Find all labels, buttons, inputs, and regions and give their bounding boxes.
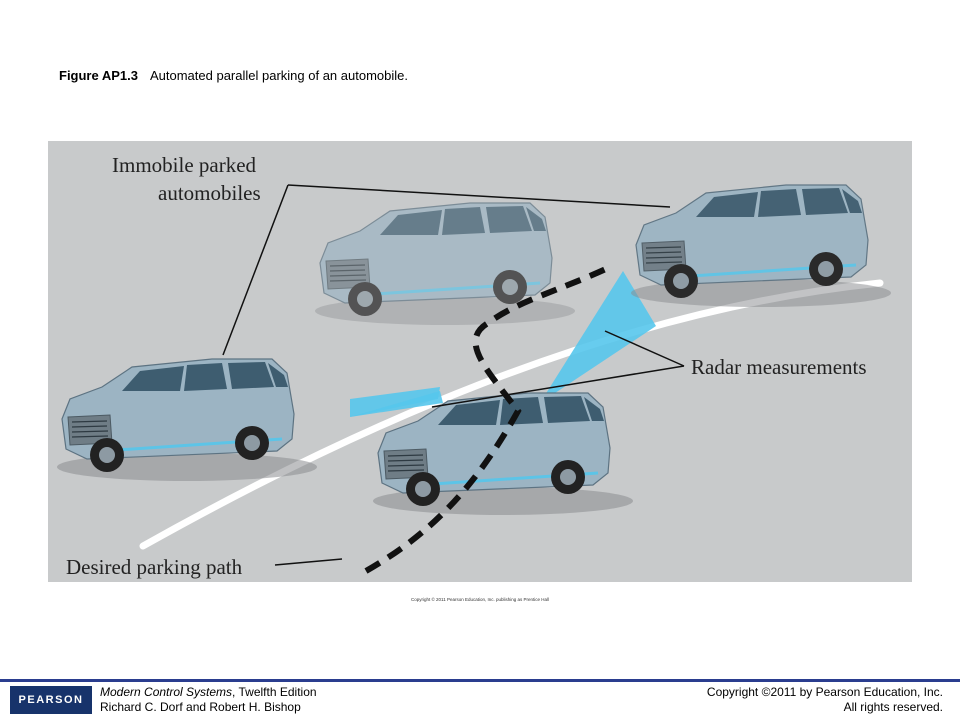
parking-illustration: Immobile parked automobiles Radar measur… [48, 141, 912, 582]
label-radar: Radar measurements [691, 355, 867, 379]
book-edition: , Twelfth Edition [232, 685, 317, 699]
copyright-text: Copyright ©2011 by Pearson Education, In… [706, 685, 943, 699]
image-credit: Copyright © 2011 Pearson Education, Inc.… [410, 597, 550, 602]
radar-beam-front [540, 271, 656, 403]
book-info: Modern Control Systems, Twelfth Edition … [100, 685, 317, 715]
figure-title: Automated parallel parking of an automob… [149, 68, 408, 83]
figure-caption: Figure AP1.3 Automated parallel parking o… [59, 68, 408, 83]
desired-path-line [364, 265, 610, 574]
copyright-info: Copyright ©2011 by Pearson Education, In… [707, 685, 943, 715]
rights-text: All rights reserved. [843, 700, 943, 714]
radar-beam-rear-tip [350, 391, 443, 417]
label-parked-line1: Immobile parked [112, 153, 257, 177]
publisher-logo: PEARSON [10, 686, 92, 714]
book-title: Modern Control Systems [100, 685, 233, 699]
figure-number: Figure AP1.3 [59, 68, 138, 83]
leader-lines [222, 184, 685, 566]
label-parking-path: Desired parking path [66, 555, 243, 579]
book-authors: Richard C. Dorf and Robert H. Bishop [100, 700, 301, 714]
parking-diagram: Immobile parked automobiles Radar measur… [48, 141, 912, 582]
slide-footer: PEARSON Modern Control Systems, Twelfth … [0, 679, 960, 720]
label-parked-line2: automobiles [158, 181, 261, 205]
book-title-line: Modern Control Systems, Twelfth Edition [100, 685, 317, 700]
radar-beam-rear [350, 387, 440, 417]
footer-rule [0, 679, 960, 682]
